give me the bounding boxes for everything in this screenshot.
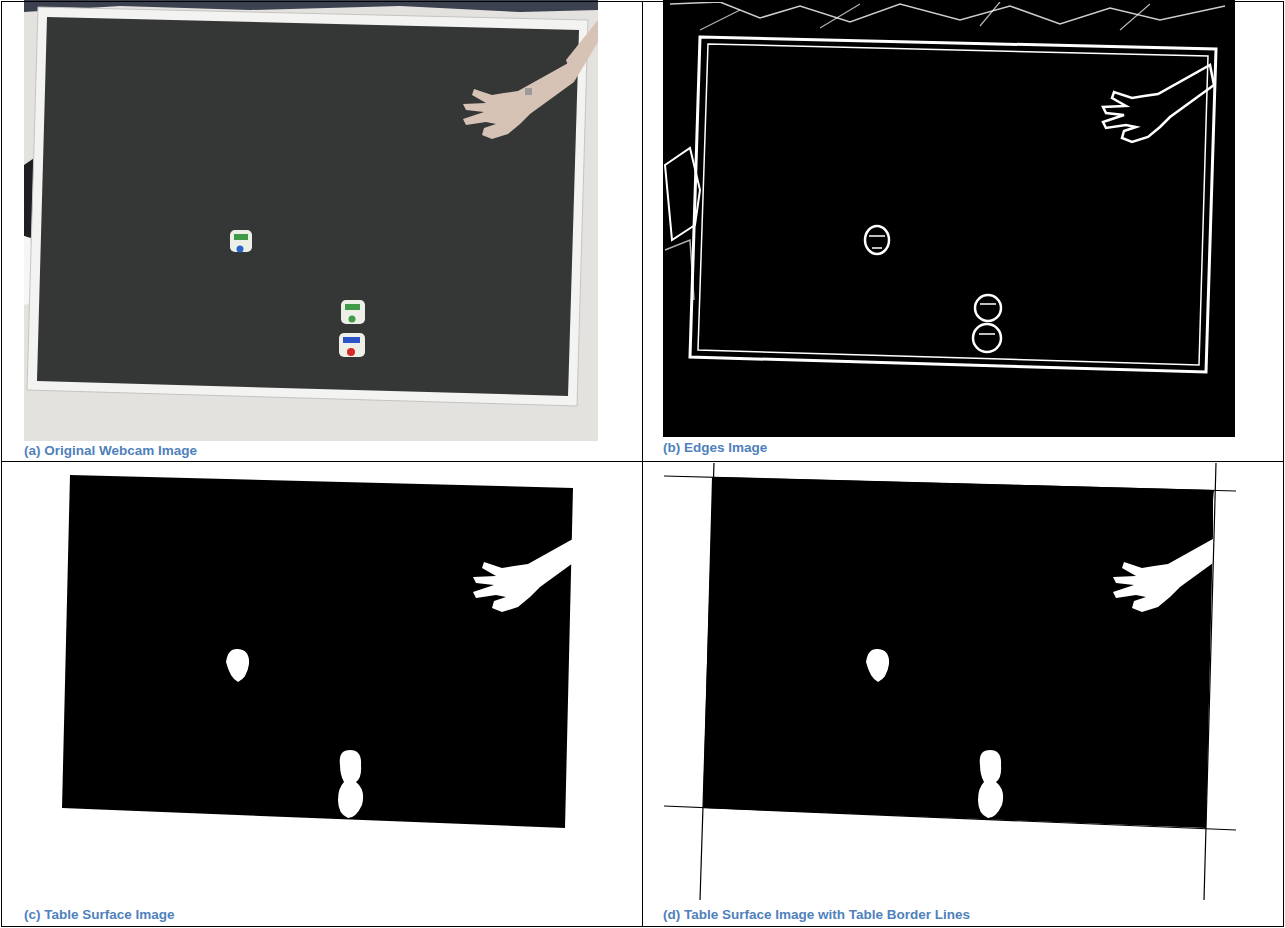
table-surface-image <box>62 475 584 828</box>
figure-caption: (b) Edges Image <box>661 440 769 456</box>
figure-caption: (d) Table Surface Image with Table Borde… <box>661 907 972 923</box>
figure-caption: (c) Table Surface Image <box>22 907 177 923</box>
table-surface-with-border-lines <box>664 463 1236 900</box>
figure-caption: (a) Original Webcam Image <box>22 443 199 459</box>
edges-image <box>663 0 1235 437</box>
webcam-photo <box>24 0 598 441</box>
